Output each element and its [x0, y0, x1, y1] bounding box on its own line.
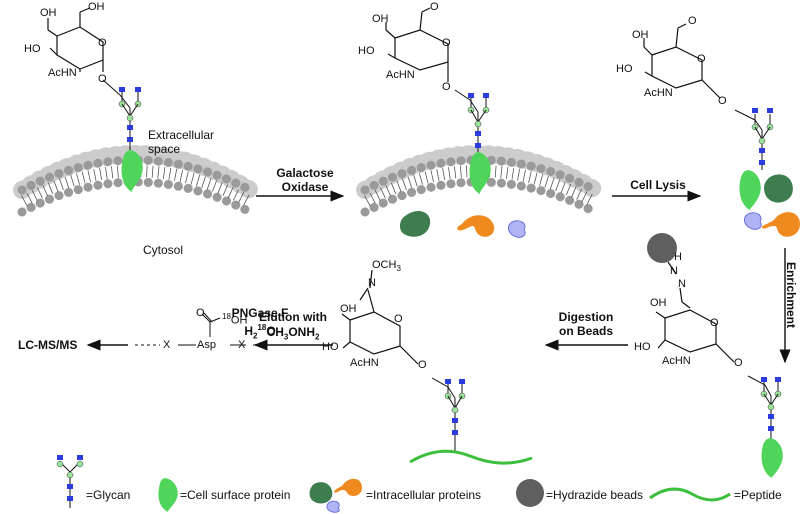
asp-x-left: X [163, 339, 171, 351]
sugar5-ho: HO [322, 341, 339, 353]
sugar-ring-1 [47, 7, 104, 72]
peptide-chain [409, 449, 533, 465]
sugar-ring-5 [341, 269, 419, 365]
sugar4-achn: AcHN [662, 355, 691, 367]
elution-label-2: CH3ONH2 [266, 325, 320, 342]
intracellular-protein-lilac-3 [744, 212, 762, 230]
sugar1-oh-right: OH [88, 1, 105, 13]
cell-surface-protein-4 [761, 438, 783, 478]
lcms-label: LC-MS/MS [18, 338, 78, 352]
intracellular-protein-green-2 [399, 210, 431, 237]
asp-o18-oh: 18OH [222, 312, 248, 327]
sugar5-ring-o: O [394, 313, 403, 325]
legend-glycan-icon [56, 455, 84, 508]
legend-intracellular-lilac-icon [326, 500, 340, 513]
sugar2-ho: HO [358, 45, 375, 57]
sugar3-aldehyde-o: O [688, 15, 697, 27]
sugar4-h: H [674, 251, 682, 263]
sugar3-oh: OH [632, 29, 649, 41]
sugar3-ring-o: O [697, 53, 706, 65]
legend-cell-surface-protein-label: =Cell surface protein [180, 488, 291, 502]
sugar3-achn: AcHN [644, 87, 673, 99]
sugar2-achn: AcHN [386, 69, 415, 81]
sugar1-link-o: O [98, 73, 107, 85]
sugar-ring-2 [385, 7, 449, 82]
sugar4-oh: OH [650, 297, 667, 309]
sugar4-n2: N [678, 278, 686, 290]
sugar5-n: N [368, 277, 376, 289]
sugar-ring-4 [655, 261, 735, 363]
legend-cell-surface-protein-icon [158, 478, 178, 512]
cell-surface-protein-3 [739, 170, 761, 210]
hydrazide-bead-bound [647, 233, 677, 263]
asp-structure [135, 312, 275, 346]
sugar1-oh-top: OH [40, 7, 57, 19]
sugar5-oh: OH [340, 303, 357, 315]
sugar5-link-o: O [418, 359, 427, 371]
cell-surface-protein-1 [121, 150, 143, 192]
asp-x-right: X [238, 339, 246, 351]
galactose-oxidase-label-1: Galactose [276, 166, 334, 180]
sugar2-link-o: O [442, 81, 451, 93]
sugar1-ho: HO [24, 43, 41, 55]
glycan-5 [431, 377, 466, 452]
extracellular-label-1: Extracellular [148, 128, 215, 142]
legend-peptide-icon [649, 487, 731, 502]
sugar3-ho: HO [616, 63, 633, 75]
intracellular-protein-orange-2 [457, 215, 495, 237]
extracellular-label-2: space [148, 142, 181, 156]
pngase-label-1: PNGase F [231, 306, 289, 320]
legend-peptide-label: =Peptide [734, 488, 782, 502]
sugar5-achn: AcHN [350, 357, 379, 369]
sugar3-link-o: O [718, 95, 727, 107]
glycan-1 [102, 79, 142, 160]
galactose-oxidase-label-2: Oxidase [281, 180, 329, 194]
enrichment-label: Enrichment [784, 262, 798, 329]
digestion-label-2: on Beads [558, 324, 613, 338]
sugar1-achn: AcHN [48, 67, 77, 79]
cell-surface-protein-2 [469, 152, 491, 194]
sugar2-oh: OH [372, 13, 389, 25]
sugar1-ring-o: O [98, 37, 107, 49]
glycan-3 [734, 108, 774, 170]
sugar2-aldehyde-o: O [430, 1, 439, 13]
legend-intracellular-green-icon [309, 482, 333, 504]
legend-intracellular-proteins-label: =Intracellular proteins [366, 488, 482, 502]
sugar5-och3: OCH3 [372, 259, 401, 274]
legend-intracellular-orange-icon [334, 478, 362, 496]
sugar4-ring-o: O [710, 317, 719, 329]
glycan-4 [747, 375, 782, 440]
sugar4-n1: N [670, 265, 678, 277]
legend-hydrazide-beads-label: =Hydrazide beads [546, 488, 644, 502]
sugar2-ring-o: O [442, 37, 451, 49]
intracellular-protein-lilac-2 [508, 220, 526, 238]
asp-carbonyl-o: O [196, 307, 205, 319]
cell-lysis-label: Cell Lysis [630, 178, 686, 192]
cytosol-label: Cytosol [143, 243, 184, 257]
pngase-label-2: H218O [244, 323, 276, 341]
sugar4-ho: HO [634, 341, 651, 353]
intracellular-protein-orange-3 [761, 212, 800, 237]
digestion-label-1: Digestion [558, 310, 614, 324]
sugar4-link-o: O [734, 357, 743, 369]
asp-residue: Asp [197, 339, 216, 351]
glycan-2 [454, 89, 490, 162]
legend-glycan-label: =Glycan [86, 488, 131, 502]
elution-label-1: Elution with [259, 310, 327, 324]
intracellular-protein-green-3 [764, 174, 793, 203]
sugar-ring-3 [643, 23, 721, 99]
legend-hydrazide-bead-icon [516, 479, 544, 507]
